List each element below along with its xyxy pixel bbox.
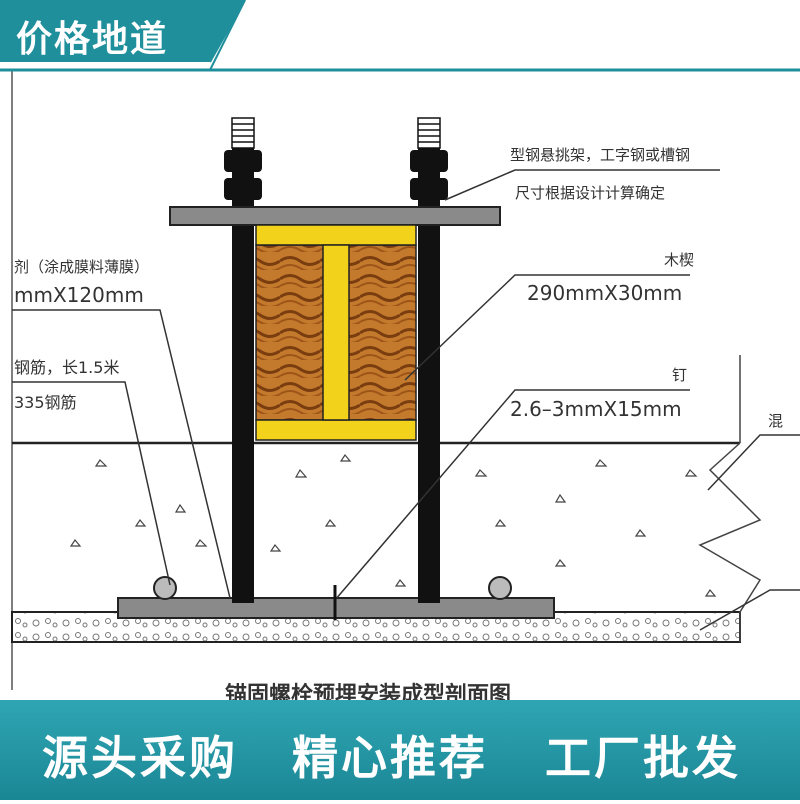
footer-item-recommend: 精心推荐 <box>292 731 488 785</box>
label-nail-size: 2.6–3mmX15mm <box>510 397 682 421</box>
footer-item-wholesale: 工厂批发 <box>545 731 741 785</box>
label-wood-size: 290mmX30mm <box>527 281 682 305</box>
bolt-threads <box>231 117 441 149</box>
concrete-aggregate <box>69 453 717 597</box>
rebar-right <box>488 576 512 600</box>
footer-item-source: 源头采购 <box>42 731 238 785</box>
label-left-size: mmX120mm <box>14 283 144 307</box>
label-left-rebar-1: 钢筋，长1.5米 <box>14 358 119 377</box>
leader-lines <box>12 169 800 631</box>
label-steel-top-2: 尺寸根据设计计算确定 <box>515 184 665 202</box>
thread-lines <box>232 123 440 143</box>
rebar-left <box>153 576 177 600</box>
label-steel-top-1: 型钢悬挑架，工字钢或槽钢 <box>510 146 690 164</box>
label-left-rebar-2: 335钢筋 <box>14 393 77 412</box>
anchor-bolt-right <box>418 148 440 603</box>
nuts <box>224 150 448 200</box>
top-plate <box>169 206 501 226</box>
badge-shape <box>0 0 800 72</box>
anchor-bolt-left <box>232 148 254 603</box>
label-nail-name: 钉 <box>672 366 687 384</box>
i-beam <box>255 224 417 441</box>
price-badge: 价格地道 <box>0 0 800 80</box>
badge-title: 价格地道 <box>16 19 169 60</box>
footer-banner: 源头采购 精心推荐 工厂批发 <box>0 700 800 800</box>
label-left-coating: 剂（涂成膜料薄膜） <box>14 258 149 276</box>
broken-edge <box>698 355 762 642</box>
label-wood-name: 木楔 <box>664 251 694 269</box>
label-right-concrete: 混 <box>768 412 783 430</box>
